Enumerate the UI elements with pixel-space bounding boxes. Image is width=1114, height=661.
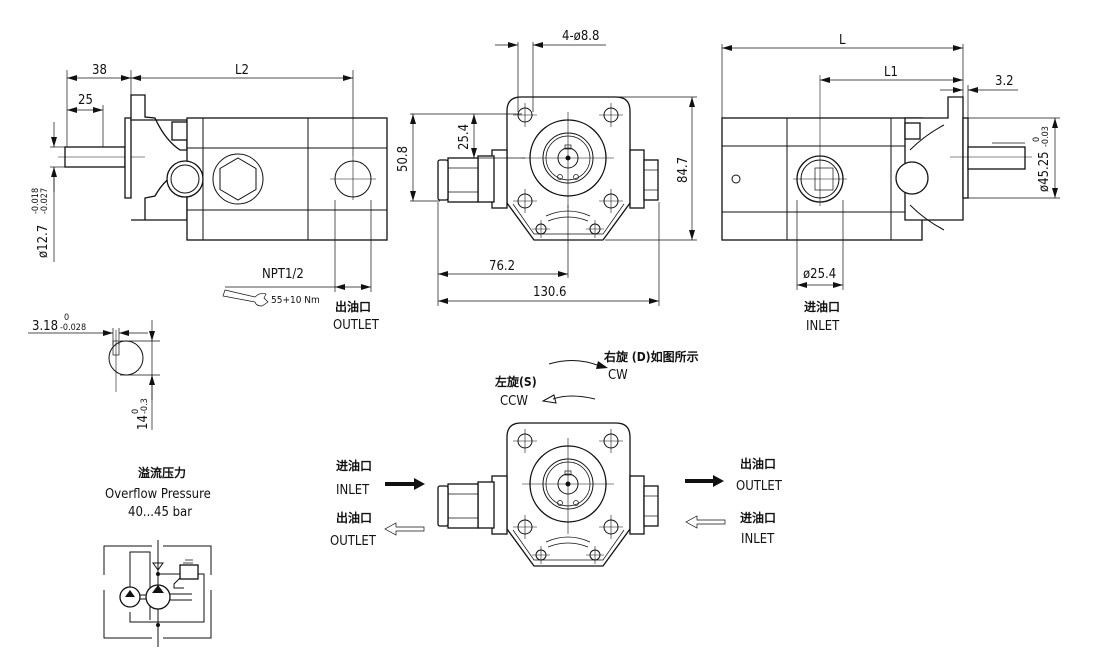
dim-25: 25 — [78, 93, 93, 108]
relief-valve-schematic: 溢流压力 Overflow Pressure 40...45 bar — [103, 465, 212, 647]
cw-arrow-icon — [596, 361, 608, 369]
key-detail: 3.18 0 -0.028 14 0 -0.3 — [28, 313, 160, 430]
right-outlet-en: OUTLET — [736, 479, 783, 494]
holes-label: 4-ø8.8 — [562, 29, 599, 44]
dim-l2: L2 — [235, 63, 249, 78]
svg-text:-0.03: -0.03 — [1041, 126, 1051, 147]
inlet-cn-label: 进油口 — [804, 299, 840, 314]
outlet-en-label: OUTLET — [333, 318, 380, 333]
ccw-cn-label: 左旋(S) — [494, 374, 537, 389]
wrench-icon — [222, 289, 269, 307]
svg-text:-0.018: -0.018 — [31, 188, 41, 214]
relief-title-en: Overflow Pressure — [105, 487, 211, 502]
svg-text:0: 0 — [131, 409, 141, 414]
right-inlet-en: INLET — [741, 532, 775, 547]
dim-38: 38 — [92, 63, 107, 78]
relief-pressure-value: 40...45 bar — [128, 505, 192, 520]
outlet-flow-arrow-icon-right — [685, 475, 724, 487]
svg-text:ø45.25: ø45.25 — [1037, 151, 1052, 192]
cw-cn-label: 右旋 (D)如图所示 — [603, 349, 699, 364]
ccw-arrow-icon — [541, 394, 557, 404]
svg-text:ø12.7: ø12.7 — [36, 225, 51, 258]
outlet-flow-arrow-icon — [384, 522, 425, 536]
right-outlet-cn: 出油口 — [740, 456, 776, 471]
dim-25-4: 25.4 — [457, 124, 472, 150]
key-width-label: 3.18 — [32, 319, 58, 334]
key-tol-upper: 0 — [64, 313, 69, 323]
inlet-flow-arrow-icon-right — [685, 515, 726, 529]
inlet-diameter-label: ø25.4 — [803, 267, 836, 282]
pilot-diameter-label: ø45.25 0 -0.03 — [1032, 126, 1052, 192]
svg-text:0: 0 — [1032, 137, 1042, 142]
torque-label: 55+10 Nm — [271, 295, 320, 306]
right-inlet-cn: 进油口 — [740, 510, 776, 525]
svg-text:14: 14 — [136, 415, 151, 430]
left-inlet-en: INLET — [336, 483, 370, 498]
front-view: 4-ø8.8 50.8 25.4 84.7 76.2 130.6 — [396, 29, 697, 306]
dim-84-7: 84.7 — [676, 157, 691, 183]
rotation-view: 右旋 (D)如图所示 CW 左旋(S) CCW 进油口 INLET 出油口 OU… — [330, 349, 783, 566]
left-outlet-cn: 出油口 — [336, 510, 372, 525]
relief-title-cn: 溢流压力 — [138, 465, 186, 480]
dim-130-6: 130.6 — [533, 285, 566, 300]
key-tol-lower: -0.028 — [60, 323, 86, 333]
svg-text:-0.3: -0.3 — [140, 398, 150, 414]
key-height-label: 14 0 -0.3 — [131, 398, 151, 430]
dim-l1: L1 — [884, 65, 898, 80]
left-side-view: 38 L2 25 ø12.7 -0.018 -0.027 NPT1/2 55+1… — [31, 63, 388, 333]
inlet-en-label: INLET — [806, 319, 840, 334]
dim-50-8: 50.8 — [396, 146, 411, 172]
inlet-flow-arrow-icon — [385, 478, 425, 490]
ccw-en-label: CCW — [500, 394, 528, 409]
dim-3-2: 3.2 — [995, 74, 1014, 89]
left-inlet-cn: 进油口 — [336, 458, 372, 473]
left-outlet-en: OUTLET — [330, 534, 377, 549]
port-thread-label: NPT1/2 — [262, 267, 304, 282]
outlet-cn-label: 出油口 — [335, 299, 371, 314]
dim-76-2: 76.2 — [489, 259, 515, 274]
dim-l: L — [839, 33, 846, 48]
right-side-view: L L1 3.2 ø45.25 0 -0.03 ø25.4 进油口 INLET — [721, 33, 1060, 334]
svg-text:-0.027: -0.027 — [40, 188, 50, 214]
shaft-diameter-label: ø12.7 -0.018 -0.027 — [31, 188, 51, 258]
cw-en-label: CW — [608, 368, 628, 383]
